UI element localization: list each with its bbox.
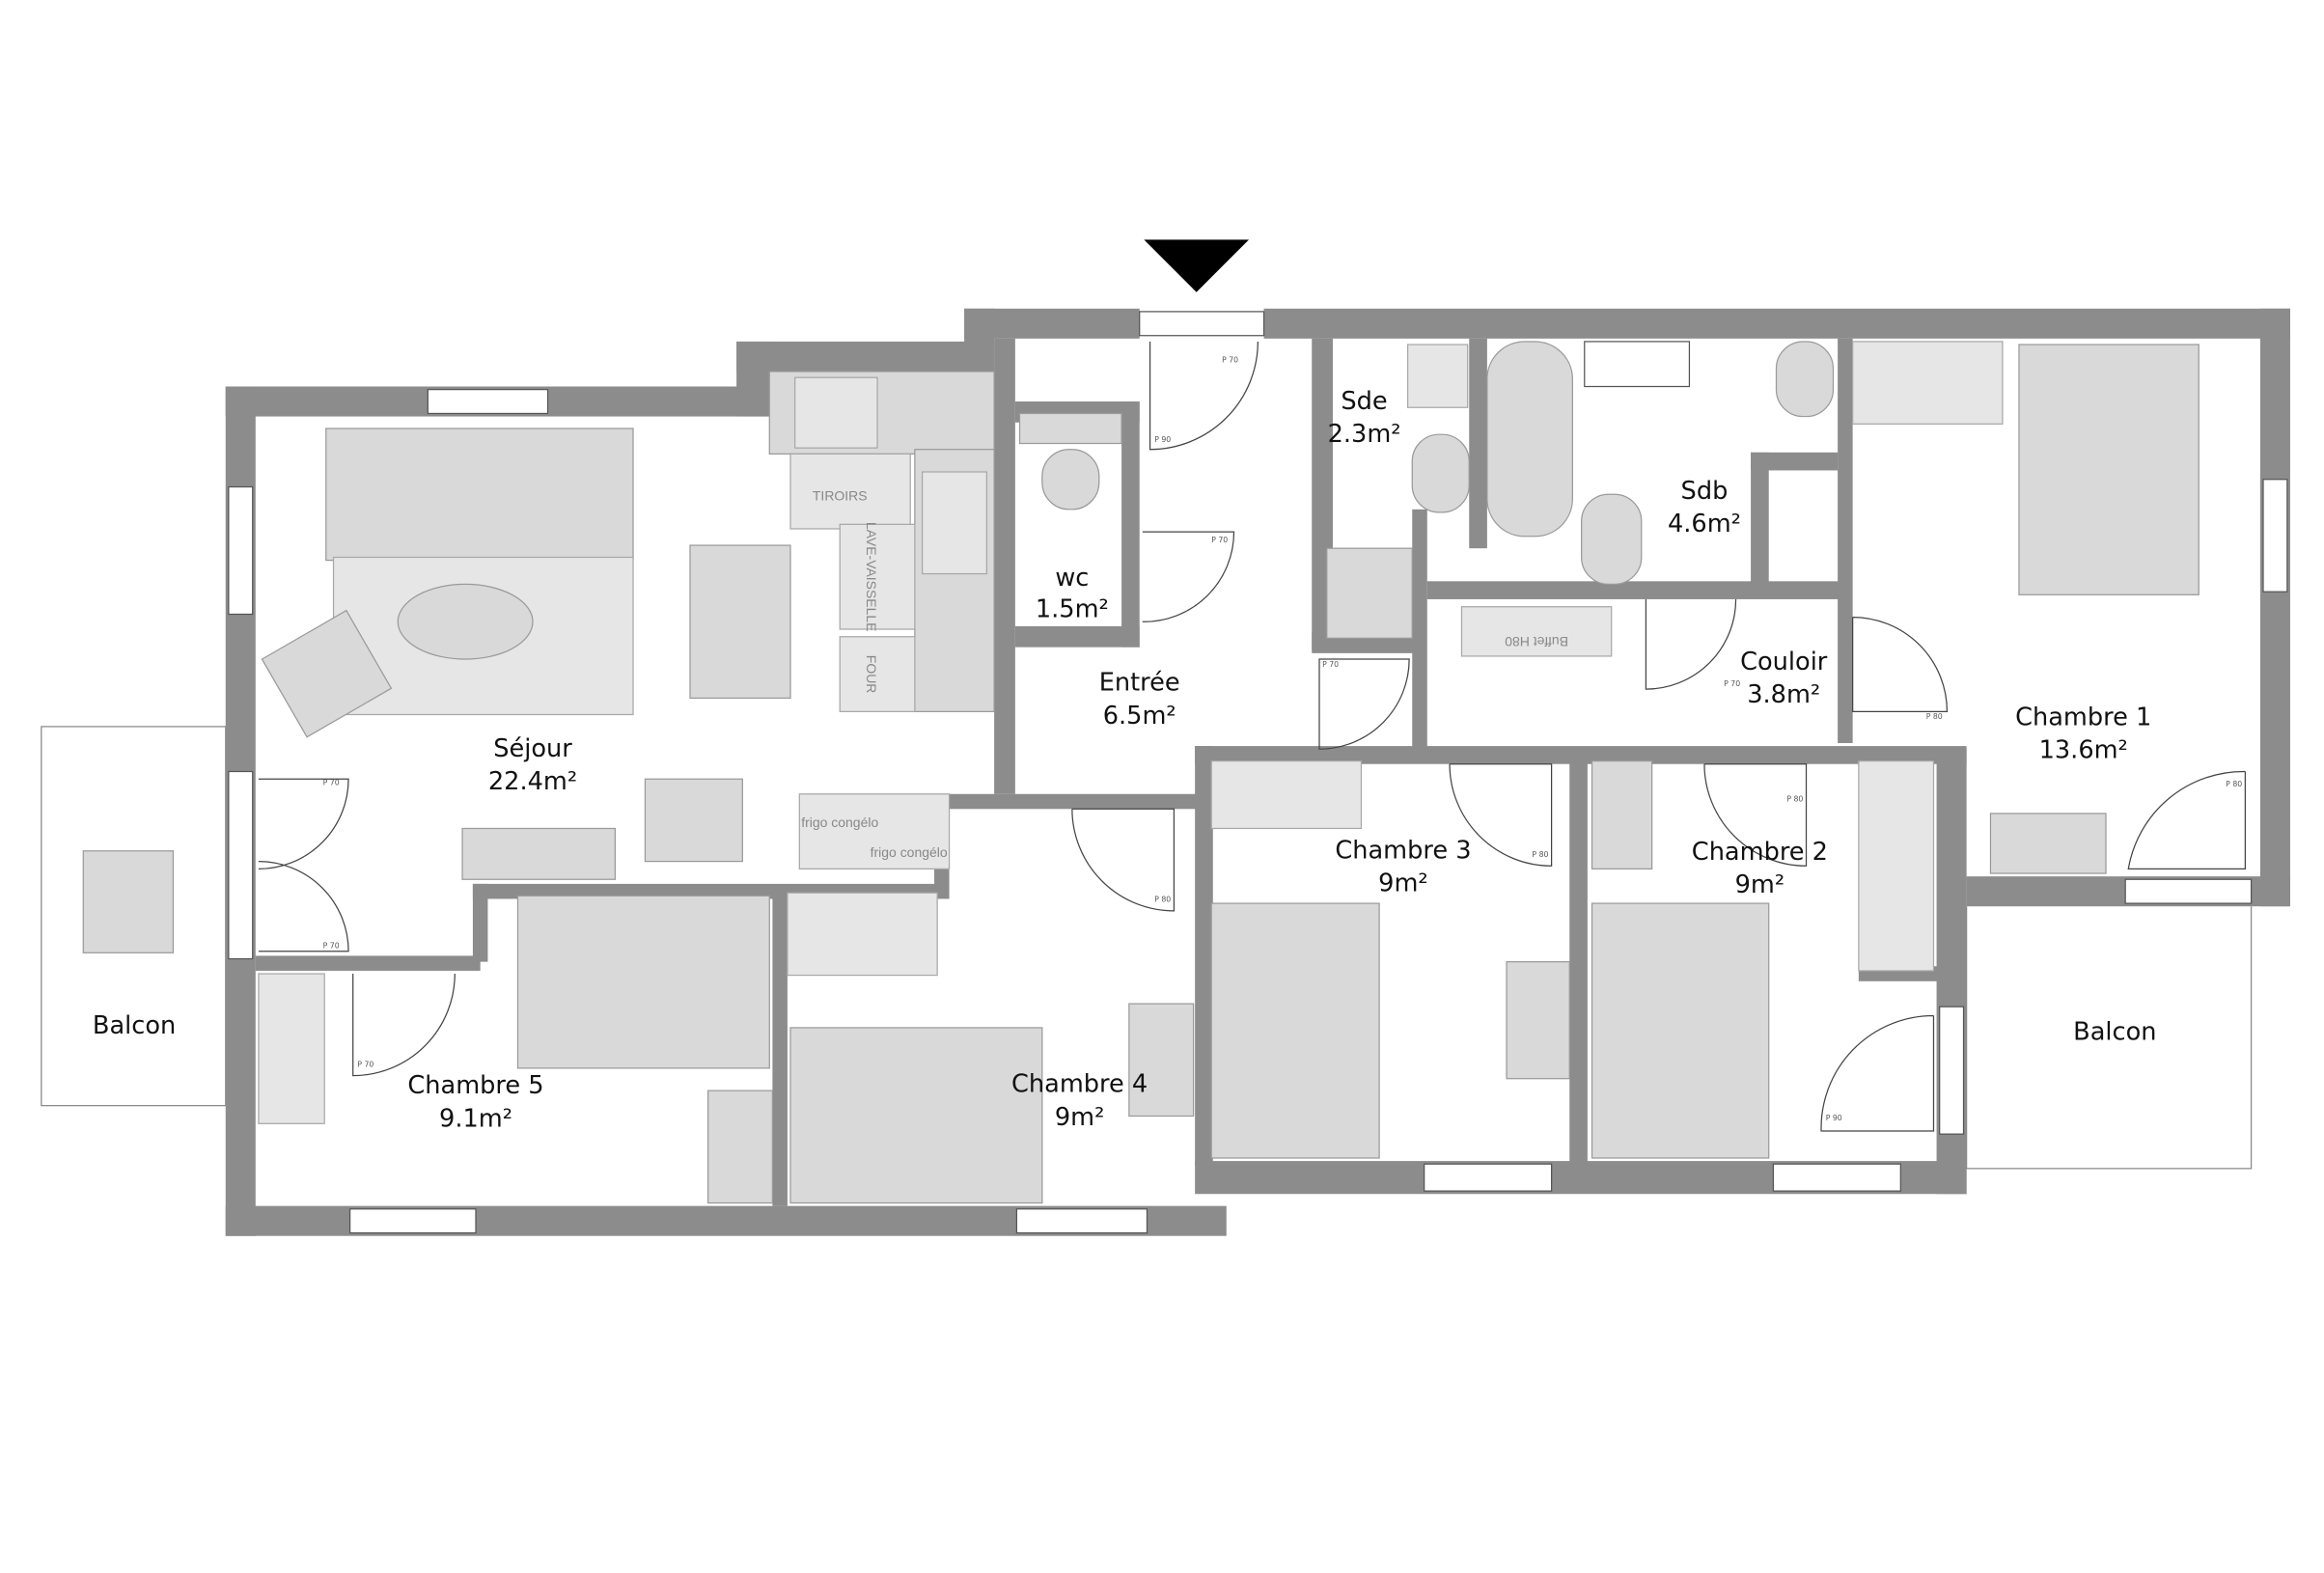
bed-chambre3 <box>1210 902 1380 1159</box>
fridge <box>798 793 951 870</box>
wardrobe-chambre3 <box>1210 759 1363 830</box>
label-frigo-2: frigo congélo <box>871 844 948 860</box>
furniture-labels: TIROIRS LAVE-VAISSELLE FOUR frigo congél… <box>801 487 1568 859</box>
room-name-sdb: Sdb <box>1681 477 1729 506</box>
room-area-chambre5: 9.1m² <box>439 1104 512 1133</box>
coffee-table <box>397 583 534 660</box>
armchair <box>261 609 393 738</box>
room-area-sde: 2.3m² <box>1328 420 1401 449</box>
furniture <box>82 341 2200 1204</box>
tv-unit <box>461 827 617 880</box>
wc-cistern <box>1018 412 1122 445</box>
shower <box>1326 547 1413 639</box>
windows <box>228 311 2288 1234</box>
bed-chambre1 <box>2018 344 2200 595</box>
room-area-entree: 6.5m² <box>1103 702 1176 731</box>
room-name-balcon-left: Balcon <box>93 1011 176 1040</box>
wardrobe-chambre4 <box>787 892 938 977</box>
label-lave-vaisselle: LAVE-VAISSELLE <box>864 522 879 632</box>
room-name-wc: wc <box>1055 564 1089 593</box>
hob <box>794 376 878 449</box>
wardrobe-chambre2 <box>1858 759 1935 972</box>
doors <box>258 341 2246 1132</box>
oven <box>839 636 916 713</box>
desk-chambre3 <box>1506 961 1570 1080</box>
room-area-chambre3: 9m² <box>1378 869 1428 898</box>
bed-chambre5 <box>516 895 770 1069</box>
door-label-sejour-balcon-top: P 70 <box>323 778 340 786</box>
label-buffet: Buffet H80 <box>1505 634 1568 649</box>
washing-machine <box>1406 344 1469 408</box>
door-label-chambre2: P 80 <box>1786 795 1803 804</box>
desk-chambre1 <box>1989 813 2107 874</box>
interior-walls <box>255 338 1967 1206</box>
room-area-chambre4: 9m² <box>1055 1103 1105 1132</box>
room-name-chambre3: Chambre 3 <box>1335 837 1471 866</box>
room-name-balcon-right: Balcon <box>2073 1017 2156 1046</box>
sdb-sink <box>1775 341 1835 418</box>
bed-chambre4 <box>789 1027 1043 1204</box>
door-label-chambre5: P 70 <box>357 1060 374 1068</box>
label-four: FOUR <box>864 655 879 694</box>
door-label-chambre3: P 80 <box>1532 850 1548 859</box>
wardrobe-chambre1 <box>1852 341 2004 425</box>
room-area-wc: 1.5m² <box>1036 595 1109 624</box>
sdb-toilet <box>1581 493 1643 586</box>
room-name-chambre2: Chambre 2 <box>1692 838 1828 867</box>
bathtub <box>1486 341 1573 538</box>
room-labels: Séjour 22.4m² wc 1.5m² Entrée 6.5m² Sde … <box>93 387 2157 1134</box>
room-name-sejour: Séjour <box>493 734 572 763</box>
armchair-2 <box>644 778 743 863</box>
desk-chambre2 <box>1591 759 1653 870</box>
door-label-sde: P 70 <box>1322 660 1339 669</box>
sde-sink <box>1411 433 1470 513</box>
wc-toilet <box>1041 449 1100 511</box>
room-name-sde: Sde <box>1341 387 1387 416</box>
room-name-couloir: Couloir <box>1740 648 1828 676</box>
sofa <box>325 428 634 562</box>
desk-chambre5 <box>707 1090 774 1204</box>
door-labels: P 90 P 70 P 70 P 70 P 70 P 80 P 70 P 70 … <box>323 356 2243 1123</box>
entry-arrow-icon <box>1144 239 1250 292</box>
label-frigo-1: frigo congélo <box>801 814 878 830</box>
desk-chambre4 <box>1128 1003 1195 1118</box>
room-area-sejour: 22.4m² <box>488 767 577 796</box>
door-label-sdb: P 70 <box>1724 679 1740 688</box>
room-area-chambre2: 9m² <box>1735 870 1785 899</box>
door-label-entry: P 90 <box>1154 435 1171 444</box>
room-name-entree: Entrée <box>1099 669 1180 698</box>
label-tiroirs: TIROIRS <box>813 487 868 503</box>
room-area-chambre1: 13.6m² <box>2039 736 2128 765</box>
drawer-unit <box>789 453 911 530</box>
dishwasher <box>839 523 916 630</box>
balcony-table <box>82 850 175 953</box>
door-label-chambre1: P 80 <box>2226 780 2242 788</box>
door-label-chambre4: P 80 <box>1154 896 1171 904</box>
door-label-sde-top: P 70 <box>1222 356 1238 365</box>
door-label-wc: P 70 <box>1211 536 1228 544</box>
sink <box>921 471 987 575</box>
door-label-sejour-balcon-bottom: P 70 <box>323 942 340 951</box>
room-name-chambre5: Chambre 5 <box>407 1071 543 1100</box>
wardrobe-chambre5 <box>258 973 325 1124</box>
door-label-chambre2-balcon: P 90 <box>1826 1114 1842 1122</box>
room-area-sdb: 4.6m² <box>1668 510 1741 538</box>
dining-table <box>689 544 791 700</box>
bed-chambre2 <box>1591 902 1770 1159</box>
door-label-couloir: P 80 <box>1926 712 1943 721</box>
room-name-chambre1: Chambre 1 <box>2015 703 2151 731</box>
buffet <box>1460 606 1613 657</box>
room-area-couloir: 3.8m² <box>1747 680 1820 709</box>
room-name-chambre4: Chambre 4 <box>1011 1070 1148 1099</box>
